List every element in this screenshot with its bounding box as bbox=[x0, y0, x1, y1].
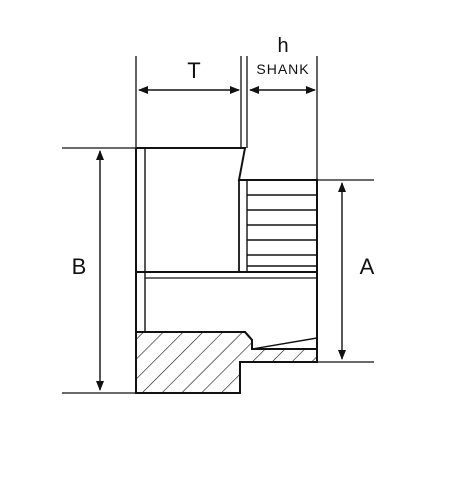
shank-label: SHANK bbox=[256, 61, 309, 77]
a-label: A bbox=[360, 254, 375, 279]
part-body bbox=[135, 147, 318, 394]
b-label: B bbox=[72, 254, 87, 279]
knurl-lines bbox=[247, 194, 317, 267]
dimension-arrows bbox=[96, 86, 346, 391]
extension-lines bbox=[62, 56, 374, 394]
h-label: h bbox=[277, 35, 288, 57]
counterbore-taper bbox=[251, 337, 318, 350]
t-label: T bbox=[187, 58, 200, 83]
